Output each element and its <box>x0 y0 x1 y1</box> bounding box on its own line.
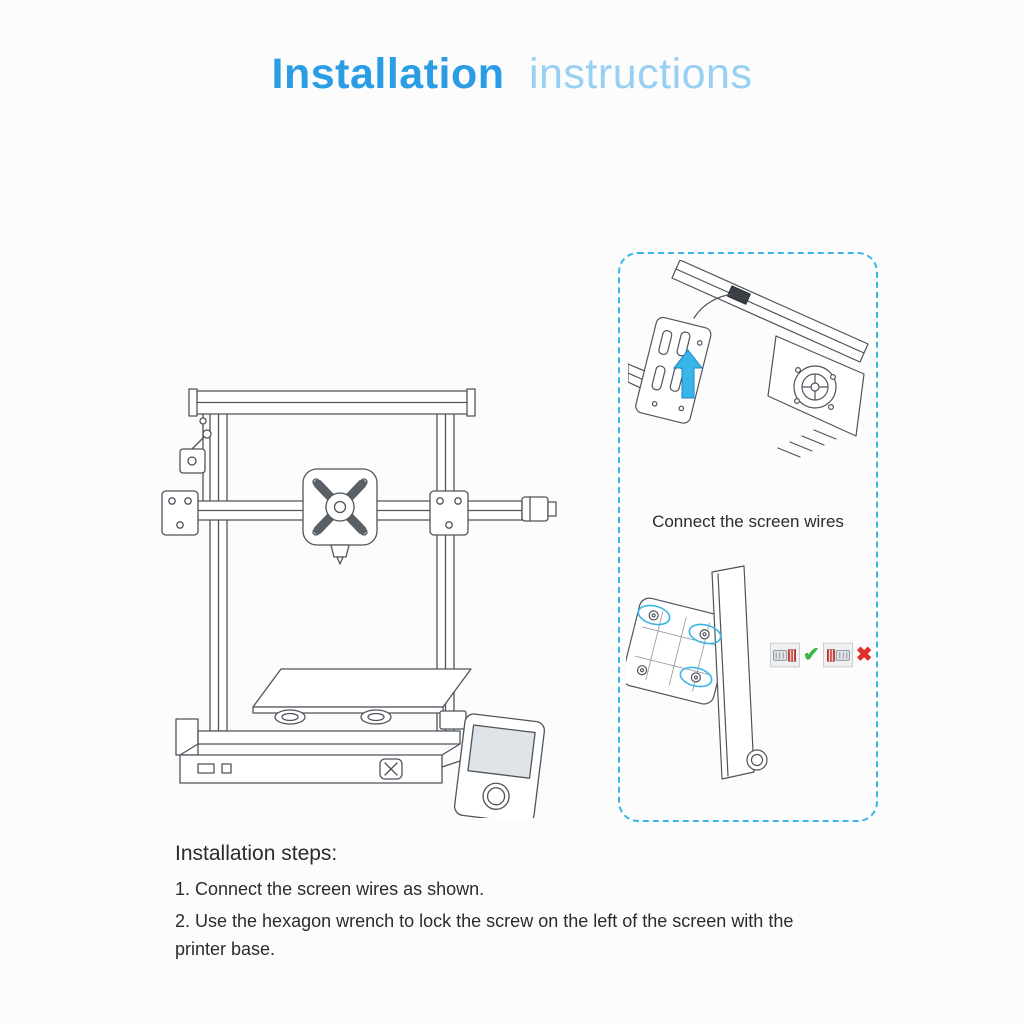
fan-grille-icon <box>793 365 837 411</box>
installation-steps: Installation steps: 1. Connect the scree… <box>175 842 830 968</box>
control-box <box>175 718 461 784</box>
screw-highlight-1 <box>637 604 671 626</box>
connector-comparison: ✔ ✖ <box>770 642 873 668</box>
screen-connector-port <box>726 285 751 305</box>
screen-bracket-plate <box>635 316 712 424</box>
cross-icon: ✖ <box>855 644 873 666</box>
control-knob <box>746 749 768 771</box>
lcd-screen <box>441 713 546 824</box>
wrong-connector-icon <box>822 642 853 668</box>
printer-illustration <box>140 383 560 824</box>
heated-bed <box>252 668 472 730</box>
screw-highlight-3 <box>679 666 713 688</box>
up-arrow-icon <box>672 349 704 399</box>
steps-heading: Installation steps: <box>175 842 338 865</box>
page-title: Installation instructions <box>0 50 1024 99</box>
correct-connector-icon <box>770 642 800 668</box>
screw-highlight-2 <box>688 623 722 645</box>
printer-line-art <box>161 388 557 824</box>
callout-box: Connect the screen wires <box>618 252 878 822</box>
extruder-feeder <box>179 413 212 510</box>
screen-panel <box>711 565 755 780</box>
screen-mount-detail-illustration <box>628 260 869 458</box>
check-icon: ✔ <box>803 644 820 666</box>
extruder-carriage <box>302 468 378 565</box>
vent-slots <box>777 429 837 458</box>
title-secondary: instructions <box>528 50 753 98</box>
step-1: 1. Connect the screen wires as shown. <box>175 879 485 899</box>
title-primary: Installation <box>271 50 505 98</box>
screen-side-view-illustration <box>626 565 768 780</box>
callout-caption: Connect the screen wires <box>652 512 844 531</box>
top-beam <box>188 388 476 417</box>
step-2: 2. Use the hexagon wrench to lock the sc… <box>175 910 794 959</box>
